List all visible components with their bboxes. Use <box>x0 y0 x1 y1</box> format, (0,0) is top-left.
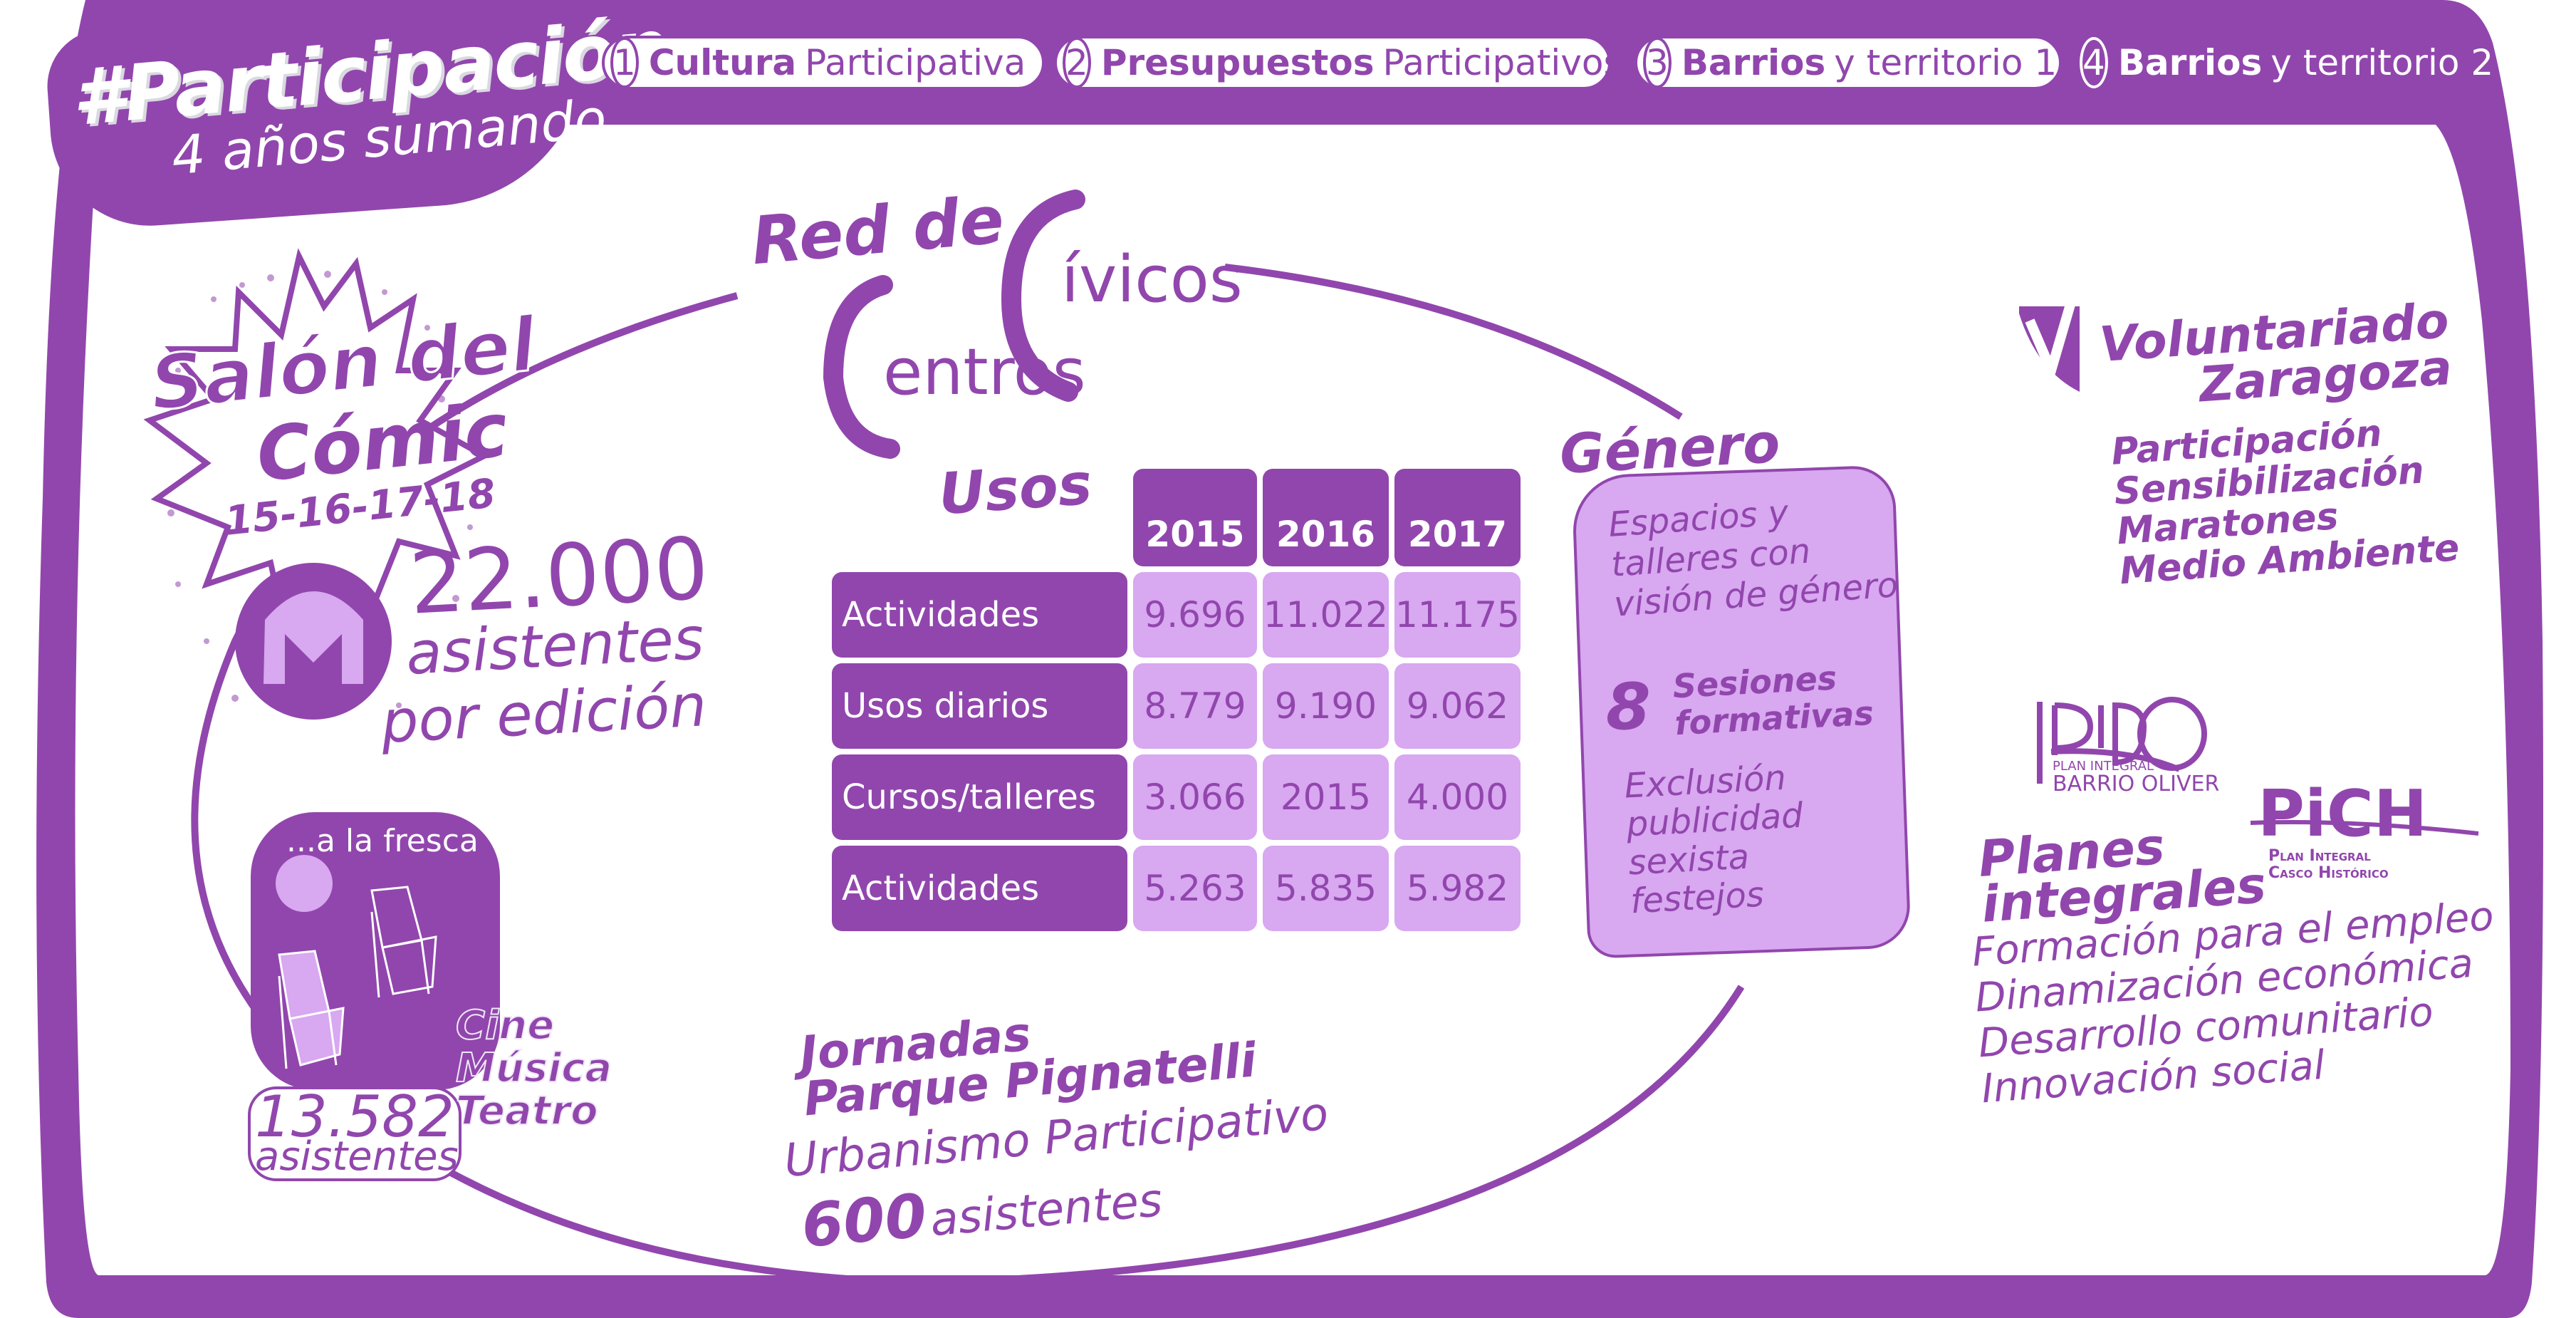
table-row: Usos diarios 8.779 9.190 9.062 <box>832 663 1521 749</box>
row-label: Actividades <box>832 572 1127 658</box>
chairs-icon <box>278 886 437 1069</box>
table-cell: 4.000 <box>1394 754 1521 840</box>
voluntariado-logo-text: Voluntariado Zaragoza <box>2098 293 2454 416</box>
loop-curve-top <box>1224 264 1683 420</box>
table-row: Actividades 9.696 11.022 11.175 <box>832 572 1521 658</box>
table-cell: 5.982 <box>1394 846 1521 931</box>
tab-cultura-participativa[interactable]: 1 Cultura Participativa <box>602 36 1045 90</box>
tab-barrios-territorio-1[interactable]: 3 Barrios y territorio 1 <box>1634 36 2062 90</box>
usos-table: 2015 2016 2017 Actividades 9.696 11.022 … <box>826 463 1526 937</box>
table-row: Actividades 5.263 5.835 5.982 <box>832 846 1521 931</box>
civicos-label: ívicos <box>1061 242 1243 317</box>
fresca-count: 13.582 <box>255 1084 454 1150</box>
pibo-logo <box>2037 697 2207 784</box>
fresca-count-label: asistentes <box>255 1133 459 1180</box>
table-cell: 9.696 <box>1133 572 1257 658</box>
table-cell: 5.263 <box>1133 846 1257 931</box>
pich-subtitle-line: Plan Integral <box>2268 847 2371 865</box>
tab-label-bold: Cultura <box>648 42 797 83</box>
table-row: Cursos/talleres 3.066 2015 4.000 <box>832 754 1521 840</box>
genero-topic: publicidad <box>1625 795 1804 845</box>
fresca-activity: Teatro <box>455 1088 599 1134</box>
column-header: 2015 <box>1133 469 1257 566</box>
comic-burst <box>143 248 491 633</box>
pibo-line1: PLAN INTEGRAL <box>2053 759 2154 774</box>
table-cell: 8.779 <box>1133 663 1257 749</box>
table-corner <box>832 469 1127 566</box>
fresca-title: ...a la fresca <box>286 823 479 859</box>
fresca-panel: ...a la fresca <box>251 812 500 1090</box>
voluntariado-items: Participación Sensibilización Maratones … <box>2110 409 2461 593</box>
table-cell: 11.175 <box>1394 572 1521 658</box>
table-cell: 9.062 <box>1394 663 1521 749</box>
planes-title: Planes integrales <box>1976 816 2268 934</box>
voluntariado-check-icon <box>2019 284 2081 392</box>
fresca-count-box: 13.582 asistentes <box>248 1084 462 1181</box>
centros-label: entros <box>883 335 1086 410</box>
fresca-activity: Cine <box>455 1002 555 1049</box>
column-header: 2017 <box>1394 469 1521 566</box>
planes-items: Formación para el empleo Dinamización ec… <box>1971 893 2505 1113</box>
comic-mask-icon <box>235 563 392 720</box>
row-label: Usos diarios <box>832 663 1127 749</box>
pich-subtitle: Plan Integral Casco Histórico <box>2268 848 2389 882</box>
tab-label: Participativos <box>1382 42 1622 83</box>
fresca-activities: Cine Música Teatro <box>455 1002 612 1134</box>
table-cell: 11.022 <box>1263 572 1389 658</box>
tab-presupuestos-participativos[interactable]: 2 Presupuestos Participativos <box>1054 36 1622 90</box>
pibo-line2: BARRIO OLIVER <box>2053 772 2220 796</box>
tab-label-bold: Barrios <box>2117 42 2263 83</box>
tab-number: 2 <box>1063 37 1091 88</box>
table-cell: 3.066 <box>1133 754 1257 840</box>
moon-icon <box>276 855 333 912</box>
genero-sessions-label: Sesiones formativas <box>1672 658 1874 742</box>
fresca-activity: Música <box>455 1045 612 1091</box>
tab-label: y territorio 1 <box>1834 42 2058 83</box>
table-cell: 9.190 <box>1263 663 1389 749</box>
c-letter-top <box>1001 190 1085 402</box>
tab-label: y territorio 2 <box>2270 42 2494 83</box>
tab-barrios-territorio-2[interactable]: 4 Barrios y territorio 2 <box>2071 36 2495 90</box>
pich-logo: PiCH <box>2258 777 2428 851</box>
genero-sessions-number: 8 <box>1606 670 1651 744</box>
jornadas-count: 600 <box>798 1180 929 1261</box>
tab-number: 3 <box>1643 37 1672 88</box>
tab-label-bold: Barrios <box>1681 42 1826 83</box>
pich-subtitle-line: Casco Histórico <box>2268 864 2389 882</box>
c-letter-bottom <box>823 275 900 459</box>
genero-topics: Exclusión publicidad sexista festejos <box>1623 758 1808 922</box>
row-label: Actividades <box>832 846 1127 931</box>
tab-number: 1 <box>610 37 639 88</box>
table-header-row: 2015 2016 2017 <box>832 469 1521 566</box>
tab-label-bold: Presupuestos <box>1100 42 1375 83</box>
tab-number: 4 <box>2080 37 2108 88</box>
row-label: Cursos/talleres <box>832 754 1127 840</box>
genero-description: Espacios y talleres con visión de género <box>1607 485 1899 624</box>
table-cell: 2015 <box>1263 754 1389 840</box>
pich-underline <box>2250 820 2479 836</box>
column-header: 2016 <box>1263 469 1389 566</box>
tab-label: Participativa <box>805 42 1026 83</box>
table-cell: 5.835 <box>1263 846 1389 931</box>
